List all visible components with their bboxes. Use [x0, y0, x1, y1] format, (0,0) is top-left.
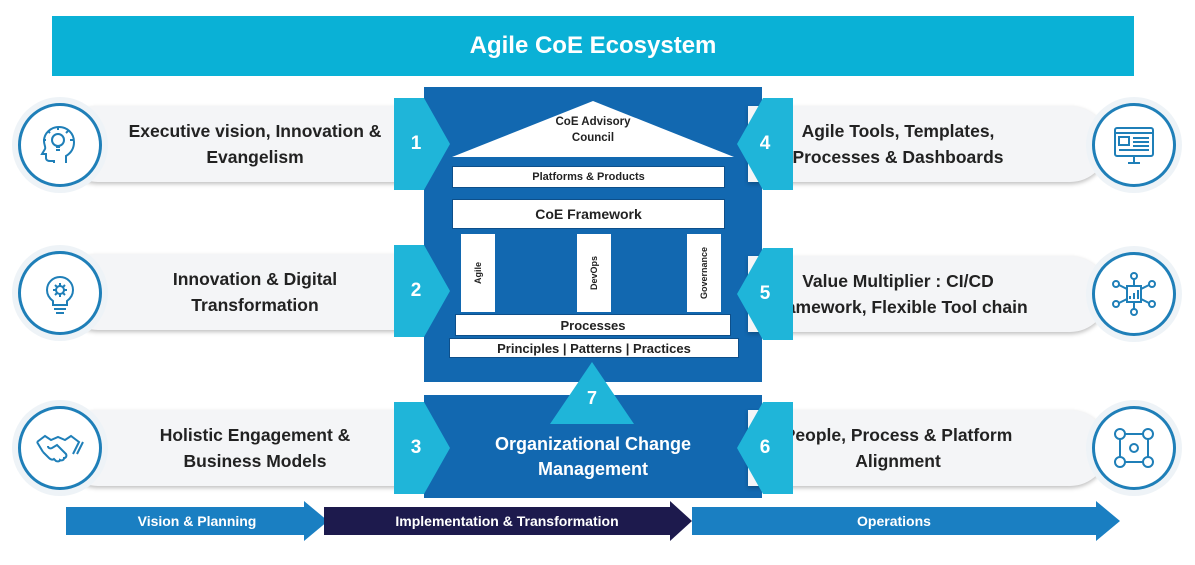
network-hub-icon [1092, 252, 1176, 336]
tab-5 [737, 248, 793, 340]
block-5-number: 5 [759, 283, 771, 304]
block-6-label: People, Process & Platform Alignment [783, 425, 1013, 471]
handshake-icon [18, 406, 102, 490]
dashboard-monitor-icon [1092, 103, 1176, 187]
tab-4 [737, 98, 793, 190]
diagram-title: Agile CoE Ecosystem [469, 32, 717, 59]
block-5-label: Value Multiplier : CI/CD Framework, Flex… [768, 271, 1028, 317]
block-1-box: Executive vision, Innovation & Evangelis… [60, 106, 404, 182]
phase-arrow-operations [692, 501, 1120, 541]
block-2-number: 2 [410, 280, 422, 301]
pillar-devops: DevOps [577, 234, 611, 312]
foundation-bar: Principles | Patterns | Practices [449, 338, 739, 358]
block-6-number: 6 [759, 437, 771, 458]
block-4-box: Agile Tools, Templates, Processes & Dash… [748, 106, 1108, 182]
block-2-label: Innovation & Digital Transformation [172, 269, 338, 315]
pillar-governance: Governance [687, 234, 721, 312]
block-1-number: 1 [410, 133, 422, 154]
temple-roof [452, 101, 734, 157]
block-4-label: Agile Tools, Templates, Processes & Dash… [792, 121, 1004, 167]
framework-bar: CoE Framework [452, 199, 725, 229]
change-triangle [550, 362, 634, 424]
block-2-box: Innovation & Digital Transformation [60, 254, 404, 330]
title-banner: Agile CoE Ecosystem [52, 16, 1134, 76]
pillar-governance-label: Governance [699, 246, 709, 300]
block-3-label: Holistic Engagement & Business Models [159, 425, 351, 471]
lightbulb-gear-icon [18, 251, 102, 335]
tab-3 [394, 402, 450, 494]
advisory-council-label: CoE Advisory Council [555, 116, 631, 144]
phase-arrow-implementation [324, 501, 692, 541]
block-1-label: Executive vision, Innovation & Evangelis… [128, 121, 382, 167]
head-lightbulb-icon [18, 103, 102, 187]
pillar-agile: Agile [461, 234, 495, 312]
tab-2 [394, 245, 450, 337]
tab-1 [394, 98, 450, 190]
processes-bar: Processes [455, 314, 731, 336]
block-6-box: People, Process & Platform Alignment [748, 410, 1108, 486]
platforms-bar: Platforms & Products [452, 166, 725, 188]
change-number: 7 [586, 388, 597, 408]
block-3-number: 3 [410, 437, 422, 458]
phase-arrows [66, 501, 1120, 541]
phase-operations-label: Operations [857, 513, 931, 529]
tab-6 [737, 402, 793, 494]
phase-vision-label: Vision & Planning [137, 513, 257, 529]
pillar-devops-label: DevOps [589, 255, 599, 291]
block-3-box: Holistic Engagement & Business Models [60, 410, 404, 486]
block-4-number: 4 [759, 133, 771, 154]
block-5-box: Value Multiplier : CI/CD Framework, Flex… [748, 256, 1108, 332]
change-management-label: Organizational Change Management [494, 434, 692, 479]
pillar-agile-label: Agile [473, 261, 483, 285]
connected-circles-icon [1092, 406, 1176, 490]
phase-implementation-label: Implementation & Transformation [395, 513, 619, 529]
phase-arrow-vision [66, 501, 328, 541]
